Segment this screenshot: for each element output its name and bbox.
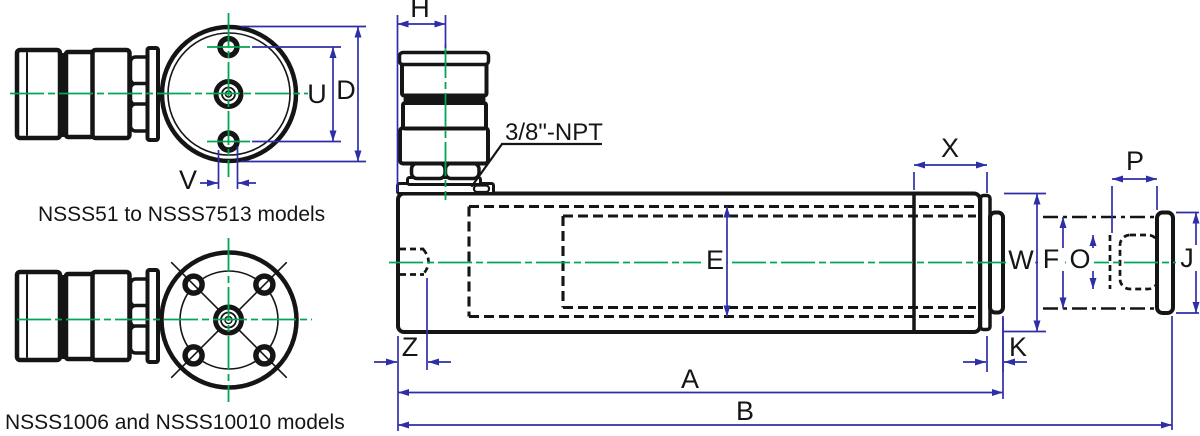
dim-label-b: B bbox=[736, 396, 754, 426]
dim-U-D-V: U D V bbox=[179, 25, 366, 195]
caption-top-models: NSSS51 to NSSS7513 models bbox=[38, 203, 325, 226]
dim-label-u: U bbox=[307, 79, 327, 109]
dim-label-e: E bbox=[706, 245, 724, 275]
top-left-view: U D V NSSS51 to NSSS7513 models bbox=[10, 13, 366, 226]
centerlines-bottom-view bbox=[17, 238, 312, 402]
port-opening bbox=[472, 184, 491, 194]
centerlines-top-view bbox=[10, 13, 308, 177]
dim-label-w: W bbox=[1008, 245, 1034, 275]
dim-A: A bbox=[397, 318, 1004, 431]
port-callout: 3/8"-NPT bbox=[470, 119, 603, 188]
caption-bottom-models: NSSS1006 and NSSS10010 models bbox=[5, 411, 345, 434]
dim-H: H bbox=[396, 0, 447, 192]
dim-label-o: O bbox=[1069, 244, 1090, 274]
dim-F: F bbox=[1038, 217, 1067, 309]
dim-B: B bbox=[398, 316, 1173, 430]
dim-label-j: J bbox=[1180, 243, 1194, 273]
dim-E: E bbox=[701, 206, 731, 317]
dim-P: P bbox=[1111, 146, 1158, 233]
dim-O: O bbox=[1066, 235, 1097, 289]
dim-X: X bbox=[913, 133, 988, 193]
dim-label-h: H bbox=[410, 0, 430, 23]
main-side-view: 3/8"-NPT H E X W bbox=[374, 0, 1200, 431]
coupler-side-view-2 bbox=[14, 268, 160, 364]
dim-W: W bbox=[1004, 192, 1046, 333]
dim-label-f: F bbox=[1043, 244, 1060, 274]
bottom-left-view: NSSS1006 and NSSS10010 models bbox=[5, 238, 345, 434]
dim-Z: Z bbox=[374, 278, 451, 370]
dim-J: J bbox=[1176, 211, 1200, 314]
dim-label-a: A bbox=[681, 364, 699, 394]
dim-label-k: K bbox=[1009, 332, 1027, 362]
dim-label-p: P bbox=[1126, 146, 1144, 176]
coupler-stack bbox=[396, 50, 495, 195]
dim-label-d: D bbox=[336, 75, 356, 105]
hidden-bore-lines bbox=[467, 204, 976, 319]
dim-label-z: Z bbox=[402, 332, 419, 362]
dim-label-x: X bbox=[941, 133, 959, 163]
dim-label-v: V bbox=[179, 165, 197, 195]
port-size-label: 3/8"-NPT bbox=[505, 119, 603, 146]
